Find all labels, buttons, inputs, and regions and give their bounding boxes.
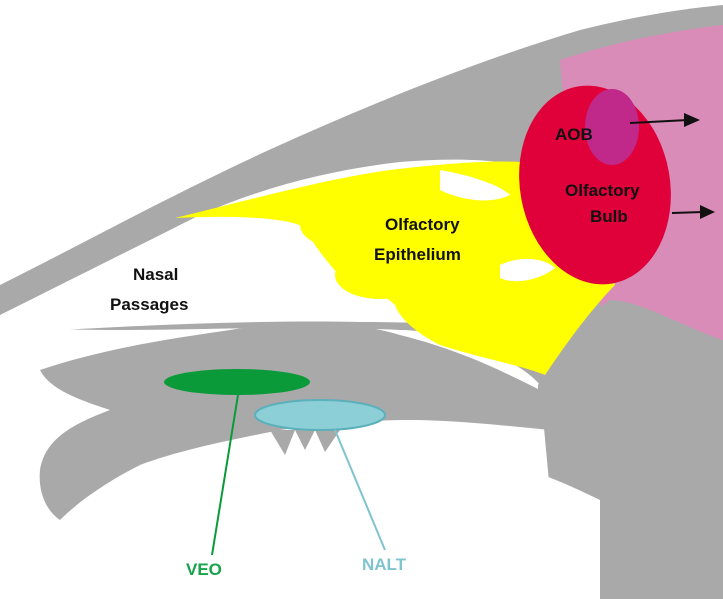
aob-region [585,89,639,165]
olfactory-bulb-label-line1: Olfactory [565,181,640,200]
nalt-organ [255,400,385,430]
olfactory-epithelium-label-line2: Epithelium [374,245,461,264]
bulb-arrow [672,212,703,213]
veo-organ [164,369,310,395]
nalt-label: NALT [362,555,407,574]
aob-label: AOB [555,125,593,144]
nasal-passages-label-line2: Passages [110,295,188,314]
olfactory-bulb-label-line2: Bulb [590,207,628,226]
veo-label: VEO [186,560,222,579]
nasal-passages-label-line1: Nasal [133,265,178,284]
epithelium-lobe [470,300,560,350]
olfactory-epithelium-label-line1: Olfactory [385,215,460,234]
